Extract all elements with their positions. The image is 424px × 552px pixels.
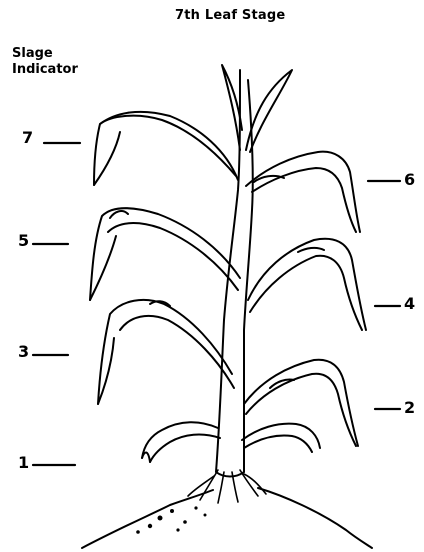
top-whorl [222,65,292,152]
leaf-4 [248,239,366,330]
roots [188,470,266,503]
leaf-7 [94,112,238,185]
leaf-5 [90,208,240,300]
leaf-2 [244,360,358,446]
lower-leaf-right [242,424,320,452]
leaf-6 [246,152,360,232]
stem [216,70,253,477]
leaf-1 [142,422,220,462]
leaf-3 [98,300,234,404]
soil-mound [82,488,372,548]
